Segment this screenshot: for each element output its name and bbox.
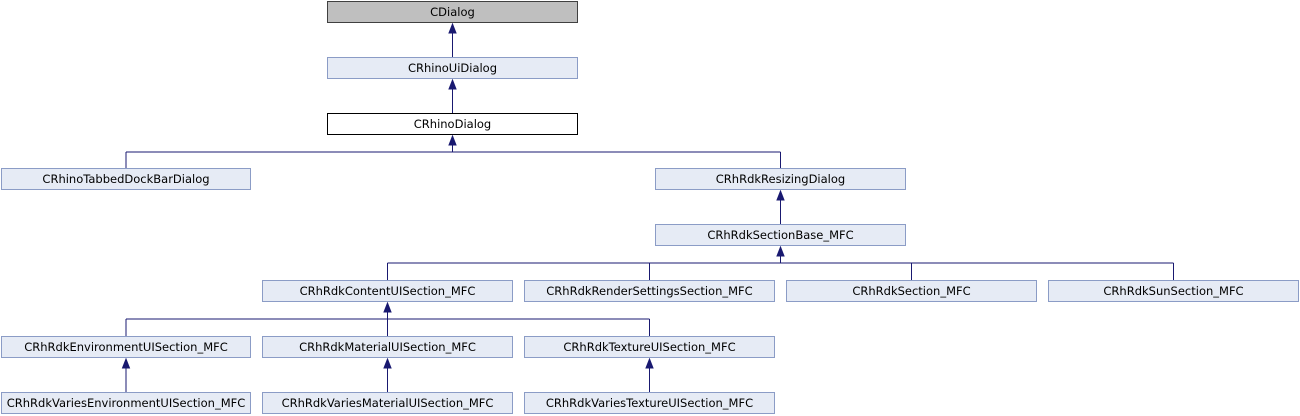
node-crhrdkcontentuisection-mfc[interactable]: CRhRdkContentUISection_MFC	[262, 280, 513, 302]
edge-arrowhead	[383, 357, 392, 369]
node-crhrdkresizingdialog[interactable]: CRhRdkResizingDialog	[655, 168, 906, 190]
node-crhrdkmaterialuisection-mfc[interactable]: CRhRdkMaterialUISection_MFC	[262, 336, 513, 358]
node-crhrdkrendersettingssection-mfc[interactable]: CRhRdkRenderSettingsSection_MFC	[524, 280, 775, 302]
edge-group-crhrdksectionbase_mfc	[387, 245, 1174, 280]
node-crhrdkenvironmentuisection-mfc[interactable]: CRhRdkEnvironmentUISection_MFC	[1, 336, 251, 358]
edge-arrowhead	[645, 357, 654, 369]
node-cdialog: CDialog	[327, 1, 578, 23]
edge-arrowhead	[383, 301, 392, 313]
node-crhrdksectionbase-mfc[interactable]: CRhRdkSectionBase_MFC	[655, 224, 906, 246]
edge-arrowhead	[776, 245, 785, 257]
edge-arrowhead	[448, 134, 457, 146]
edge-arrowhead	[121, 357, 131, 369]
node-crhrdksection-mfc[interactable]: CRhRdkSection_MFC	[786, 280, 1037, 302]
edge-group-crhinouidialog	[448, 78, 457, 113]
node-crhinotabbeddockbardialog[interactable]: CRhinoTabbedDockBarDialog	[1, 168, 251, 190]
edge-group-crhrdkcontentuisection_mfc	[125, 301, 650, 336]
edge-arrowhead	[448, 22, 457, 34]
edge-group-crhrdkresizingdialog	[776, 189, 785, 224]
node-crhrdksunsection-mfc[interactable]: CRhRdkSunSection_MFC	[1048, 280, 1299, 302]
node-crhrdkvariestextureuisection-mfc[interactable]: CRhRdkVariesTextureUISection_MFC	[524, 392, 775, 414]
edge-group-cdialog	[448, 22, 457, 57]
edge-group-crhinodialog	[125, 134, 781, 168]
node-crhinodialog: CRhinoDialog	[327, 113, 578, 135]
edge-group-crhrdkmaterialuisection_mfc	[383, 357, 392, 392]
edge-arrowhead	[776, 189, 785, 201]
node-crhinouidialog[interactable]: CRhinoUiDialog	[327, 57, 578, 79]
node-crhrdkvariesenvironmentuisection-mfc[interactable]: CRhRdkVariesEnvironmentUISection_MFC	[1, 392, 251, 414]
edge-group-crhrdkenvironmentuisection_mfc	[121, 357, 131, 392]
edge-group-crhrdktextureuisection_mfc	[645, 357, 654, 392]
edge-arrowhead	[448, 78, 457, 90]
node-crhrdktextureuisection-mfc[interactable]: CRhRdkTextureUISection_MFC	[524, 336, 775, 358]
node-crhrdkvariesmaterialuisection-mfc[interactable]: CRhRdkVariesMaterialUISection_MFC	[262, 392, 513, 414]
